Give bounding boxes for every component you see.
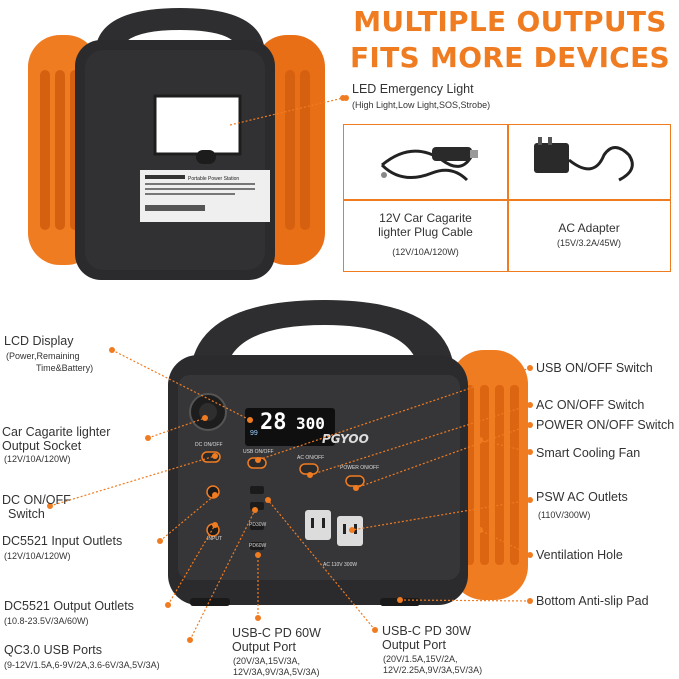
label-pd30-title2: Output Port [382, 638, 446, 652]
ac-adapter-icon [534, 137, 634, 182]
panel-usb-label: USB ON/OFF [243, 449, 274, 455]
accessories-hdivider [344, 199, 670, 201]
panel-dc-label: DC ON/OFF [195, 442, 223, 448]
label-car-title2: Output Socket [2, 439, 82, 453]
label-pd60-desc2: 12V/3A,9V/3A,5V/3A) [233, 667, 320, 677]
label-pd60-title: USB-C PD 60W [232, 626, 321, 640]
sticker-title: Portable Power Station [188, 176, 240, 182]
label-pd60-title2: Output Port [232, 640, 296, 654]
led-desc: (High Light,Low Light,SOS,Strobe) [352, 100, 491, 110]
label-car-desc: (12V/10A/120W) [4, 454, 71, 464]
panel-pd60-label: PD60W [249, 543, 267, 549]
lcd-icon: 28 300 99 [250, 410, 336, 442]
label-pd30-desc2: 12V/2.25A,9V/3A,5V/3A) [383, 665, 483, 675]
lcd-percent: 99 [250, 430, 258, 437]
label-lcd-desc2: Time&Battery) [36, 363, 94, 373]
panel-power-label: POWER ON/OFF [340, 465, 380, 471]
acc-car-spec: (12V/10A/120W) [392, 247, 459, 257]
acc-adapter-name: AC Adapter [558, 221, 620, 235]
accessories-box: 12V Car Cagarite lighter Plug Cable (12V… [343, 124, 671, 272]
brand-logo: PGYOO [322, 432, 369, 446]
headline-line1: MULTIPLE OUTPUTS [353, 5, 667, 38]
lcd-digits-main: 28 [260, 410, 287, 435]
label-dc-switch-title: DC ON/OFF [2, 493, 71, 507]
acc-adapter-spec: (15V/3.2A/45W) [556, 238, 622, 248]
label-pd60-desc1: (20V/3A,15V/3A, [233, 656, 301, 666]
label-dc-switch-title2: Switch [8, 507, 45, 521]
label-pd30-desc1: (20V/1.5A,15V/2A, [383, 654, 458, 664]
lcd-digits-right: 300 [296, 414, 325, 433]
panel-input-label: INPUT [207, 536, 222, 542]
label-psw-desc: (110V/300W) [538, 510, 591, 520]
label-dc-output-desc: (10.8-23.5V/3A/60W) [4, 616, 89, 626]
label-cooling-fan: Smart Cooling Fan [536, 446, 641, 460]
panel-ac-rating: AC 110V 300W [323, 562, 358, 568]
label-dc-input-title: DC5521 Input Outlets [2, 534, 123, 548]
label-dc-input-desc: (12V/10A/120W) [4, 551, 71, 561]
panel-pd30-label: PD30W [249, 522, 267, 528]
label-ventilation: Ventilation Hole [536, 548, 623, 562]
accessories-divider [507, 125, 509, 271]
label-pd30-title: USB-C PD 30W [382, 624, 471, 638]
car-cable-icon [380, 147, 478, 182]
product-front-view [168, 300, 528, 606]
label-usb-switch: USB ON/OFF Switch [536, 361, 653, 375]
product-back-view [28, 8, 325, 280]
label-car-title: Car Cagarite lighter [2, 425, 111, 439]
panel-ac-label: AC ON/OFF [297, 455, 325, 461]
label-qc-desc: (9-12V/1.5A,6-9V/2A,3.6-6V/3A,5V/3A) [4, 660, 160, 670]
label-dc-output-title: DC5521 Output Outlets [4, 599, 134, 613]
headline: MULTIPLE OUTPUTS FITS MORE DEVICES [345, 4, 675, 76]
label-antislip: Bottom Anti-slip Pad [536, 594, 649, 608]
label-ac-switch: AC ON/OFF Switch [536, 398, 645, 412]
label-lcd-desc1: (Power,Remaining [6, 351, 80, 361]
headline-line2: FITS MORE DEVICES [349, 41, 671, 74]
acc-car-name: 12V Car Cagarite lighter Plug Cable [378, 211, 473, 239]
led-title: LED Emergency Light [352, 82, 474, 96]
label-power-switch: POWER ON/OFF Switch [536, 418, 675, 432]
label-psw-title: PSW AC Outlets [536, 490, 628, 504]
label-lcd-title: LCD Display [4, 334, 74, 348]
label-qc-title: QC3.0 USB Ports [4, 643, 102, 657]
